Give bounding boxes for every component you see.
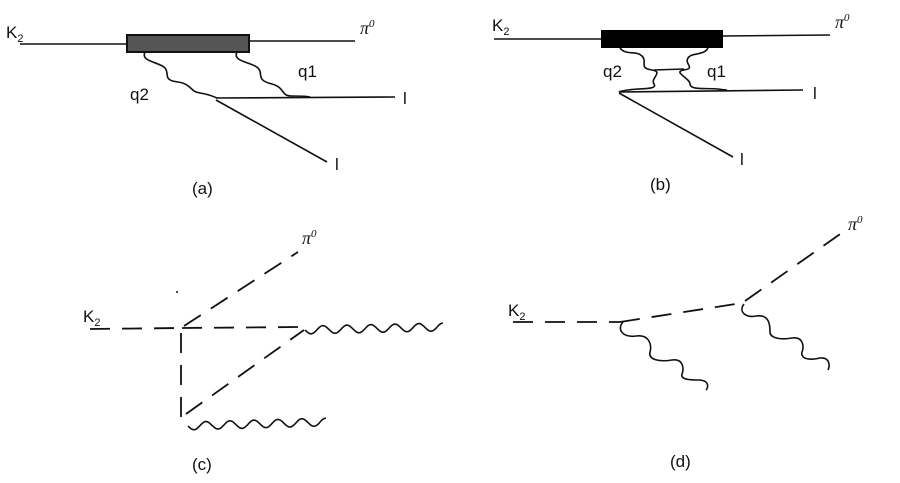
panel-c-photon-1 [304, 322, 444, 335]
panel-c-internal-dashed-diagonal [185, 329, 305, 415]
panel-c-speck [176, 291, 178, 293]
panel-a: K2 π0 q2 q1 l l (a) [6, 18, 407, 198]
panel-b-blob [601, 30, 723, 48]
panel-b-lepton-label-2: l [740, 150, 744, 169]
panel-a-photon-q2 [143, 51, 218, 99]
panel-b-outgoing-line [722, 34, 831, 37]
panel-d: K2 π0 (d) [508, 214, 863, 471]
panel-a-photon-q1 [235, 51, 311, 98]
panel-c-incoming-dashed-line [89, 327, 183, 330]
panel-a-outgoing-label: π0 [360, 18, 375, 38]
panel-d-internal-dashed-line [619, 302, 743, 323]
panel-a-lepton-label-2: l [335, 155, 339, 174]
panel-d-outgoing-label: π0 [848, 214, 863, 234]
panel-b-incoming-label: K2 [492, 16, 509, 38]
panel-d-photon-1 [619, 321, 709, 391]
panel-a-lepton-line-2 [215, 99, 328, 163]
panel-d-incoming-label: K2 [508, 301, 525, 323]
panel-b-photon-q2 [618, 47, 658, 93]
panel-a-q1-label: q1 [298, 62, 317, 81]
panel-b-caption: (b) [650, 175, 671, 194]
panel-b-photon-q1 [679, 47, 728, 91]
panel-b-outgoing-label: π0 [835, 12, 850, 32]
panel-a-q2-label: q2 [130, 85, 149, 104]
panel-a-blob [126, 34, 250, 53]
panel-a-incoming-label: K2 [6, 23, 23, 45]
panel-b-lepton-label-1: l [813, 84, 817, 103]
panel-b-photon-crossing [653, 68, 685, 71]
panel-b: K2 π0 q2 q1 l l (b) [492, 12, 850, 194]
panel-a-lepton-label-1: l [403, 89, 407, 108]
panel-a-lepton-line-1 [215, 96, 396, 99]
panel-b-q2-label: q2 [603, 62, 622, 81]
panel-c: K2 π0 (c) [83, 228, 444, 474]
panel-c-caption: (c) [192, 455, 212, 474]
panel-c-outgoing-label: π0 [302, 228, 317, 248]
panel-b-q1-label: q1 [707, 62, 726, 81]
panel-a-caption: (a) [192, 179, 213, 198]
panel-d-photon-2 [741, 303, 830, 371]
panel-d-outgoing-dashed-line [744, 231, 844, 302]
panel-c-internal-dashed-horizontal [181, 326, 303, 329]
panel-b-lepton-line-1 [618, 89, 804, 93]
panel-b-lepton-line-2 [618, 92, 734, 158]
panel-c-photon-2 [187, 417, 327, 431]
panel-c-outgoing-dashed-line [183, 251, 299, 327]
panel-c-incoming-label: K2 [83, 307, 100, 329]
panel-d-caption: (d) [670, 452, 691, 471]
